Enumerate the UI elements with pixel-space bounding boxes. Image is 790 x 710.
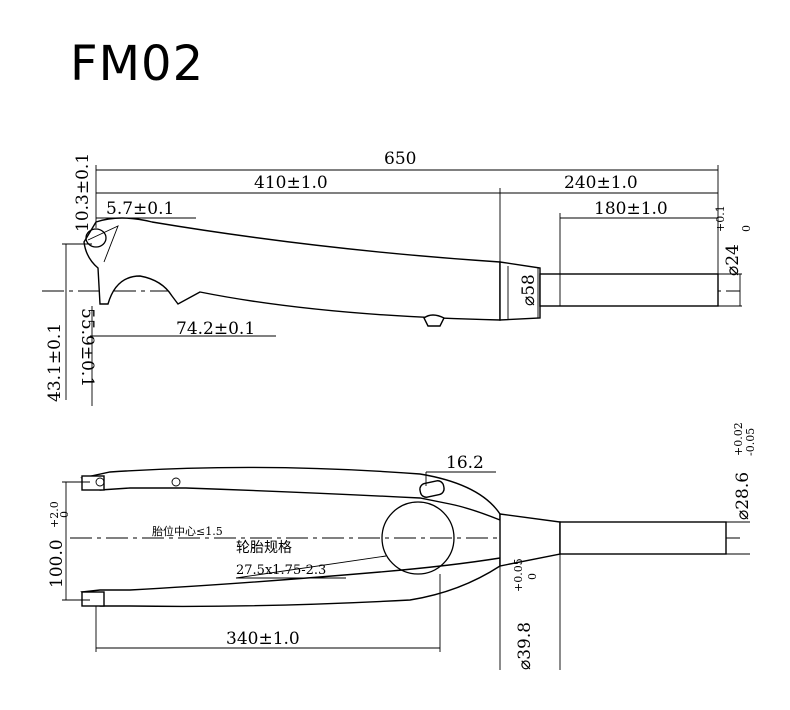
front-crown <box>499 513 561 567</box>
dim-crown-base-tol-lower: 0 <box>526 573 539 580</box>
dim-rake-b-label: 43.1±0.1 <box>45 323 65 402</box>
side-dropout <box>85 228 107 248</box>
side-steerer <box>539 273 719 307</box>
front-steerer <box>559 521 727 555</box>
side-dropout-tab <box>87 225 119 263</box>
dim-spacing-tol-upper: +2.0 <box>48 501 61 528</box>
dim-spacing-tol-lower: 0 <box>58 511 71 518</box>
dim-right-label: 240±1.0 <box>564 173 638 193</box>
front-view: 16.2 ⌀28.6 +0.02 -0.05 100.0 +2.0 0 胎位中心… <box>47 422 757 670</box>
tyre-spec-value: 27.5x1.75-2.3 <box>236 563 326 578</box>
side-crown <box>499 261 541 321</box>
dim-leg-length-label: 340±1.0 <box>226 629 300 649</box>
front-mount-hole <box>171 477 181 487</box>
dim-front-steerer-dia-label: ⌀28.6 <box>733 472 753 520</box>
dim-left-label: 410±1.0 <box>254 173 328 193</box>
drawing-title: FM02 <box>70 36 205 92</box>
dim-spacing-label: 100.0 <box>47 539 67 588</box>
dim-top-vertical-label: 10.3±0.1 <box>73 153 93 232</box>
front-dropout-hole-top <box>95 477 105 487</box>
front-dropout-bottom <box>81 591 105 607</box>
dim-front-steerer-tol-lower: -0.05 <box>744 428 757 456</box>
dim-steerer-dia-label: ⌀24 <box>723 244 743 276</box>
side-brake-boss <box>423 314 445 327</box>
tyre-center-note: 胎位中心≤1.5 <box>152 524 223 538</box>
front-tyre-circle <box>381 501 455 575</box>
dim-dropout-label: 5.7±0.1 <box>106 199 174 219</box>
dim-rake-a-label: 55.9±0.1 <box>77 308 97 387</box>
dim-crown-base-tol-upper: +0.05 <box>512 558 525 592</box>
dim-crown-base-dia-label: ⌀39.8 <box>515 622 535 670</box>
dim-crown-width-label: 16.2 <box>446 453 484 473</box>
dim-steerer-label: 180±1.0 <box>594 199 668 219</box>
dim-overall-label: 650 <box>384 149 416 169</box>
dim-front-steerer-tol-upper: +0.02 <box>732 422 745 456</box>
side-view: 650 410±1.0 240±1.0 180±1.0 5.7±0.1 74.2… <box>42 149 753 406</box>
dim-axle-offset-label: 74.2±0.1 <box>176 319 255 339</box>
side-fork-blade <box>83 217 501 321</box>
dim-steerer-tol-lower: 0 <box>740 225 753 232</box>
tyre-spec-label: 轮胎规格 <box>236 540 292 556</box>
dim-steerer-tol-upper: +0.1 <box>714 205 727 232</box>
dim-crown-dia-label: ⌀58 <box>519 274 539 306</box>
tyre-spec-leader <box>235 555 387 579</box>
